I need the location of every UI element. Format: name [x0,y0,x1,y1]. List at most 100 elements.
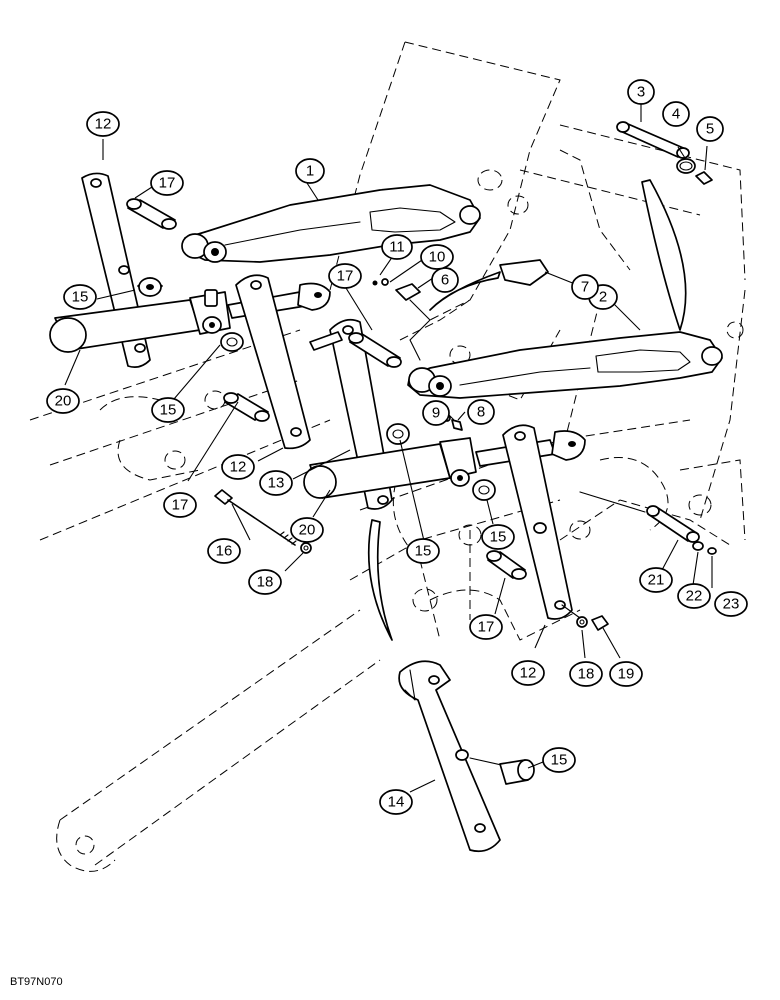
plate-12-right [502,424,573,620]
svg-text:9: 9 [432,405,440,422]
svg-text:18: 18 [578,666,595,683]
bushing-15-center [386,423,410,445]
svg-text:15: 15 [160,402,177,419]
svg-text:17: 17 [478,619,495,636]
washer-18-right [576,616,588,628]
washer-18-left [300,542,312,554]
retaining-ring-4-inner [679,161,693,171]
callout-8: 8 [467,399,495,425]
retaining-ring-4 [676,158,696,174]
bolt-5 [695,171,713,185]
callout-19: 19 [609,661,643,687]
svg-text:12: 12 [230,459,247,476]
install-arrow-bracket [429,271,501,311]
svg-text:11: 11 [389,239,405,256]
grease-line [409,299,431,361]
callout-23: 23 [714,591,748,617]
svg-text:4: 4 [672,106,680,123]
svg-text:20: 20 [55,393,72,410]
reference-code: BT97N070 [10,976,63,988]
callout-18-left: 18 [248,569,282,595]
callout-11: 11 [381,234,413,260]
callout-12-center: 12 [221,454,255,480]
nut-19 [591,615,609,631]
bolt-axis-right [561,604,581,619]
svg-text:15: 15 [72,289,89,306]
callout-3: 3 [627,79,655,105]
svg-text:17: 17 [172,497,189,514]
plate-12-center [235,274,311,450]
callout-16: 16 [207,538,241,564]
bolt-16 [214,489,297,546]
pin-21-axis [579,491,646,513]
callout-12-right: 12 [511,660,545,686]
svg-text:12: 12 [520,665,537,682]
callout-14: 14 [379,789,413,815]
callout-17-top: 17 [150,170,184,196]
callout-15-left: 15 [63,284,97,310]
svg-text:15: 15 [551,752,568,769]
callout-22: 22 [677,583,711,609]
nut-10 [381,278,389,286]
svg-text:1: 1 [306,163,314,180]
svg-text:12: 12 [95,116,112,133]
svg-text:13: 13 [268,475,285,492]
bushing-15-left [137,277,163,297]
svg-text:19: 19 [618,666,635,683]
svg-text:2: 2 [599,289,607,306]
bushing-15-mid [220,332,244,352]
callout-21: 21 [639,567,673,593]
callout-12-left: 12 [86,111,120,137]
callout-1: 1 [295,158,325,184]
svg-text:18: 18 [257,574,274,591]
bushing-15-plate14 [469,757,535,785]
svg-text:5: 5 [706,121,714,138]
callout-15-right: 15 [481,524,515,550]
callout-9: 9 [422,400,450,426]
svg-text:14: 14 [388,794,405,811]
bolt-23 [707,547,717,555]
svg-text:16: 16 [216,543,233,560]
callout-5: 5 [696,116,724,142]
callout-20-left: 20 [46,388,80,414]
callout-17-mid: 17 [163,492,197,518]
callout-13: 13 [259,470,293,496]
callout-10: 10 [420,244,454,270]
svg-text:23: 23 [723,596,740,613]
svg-text:10: 10 [429,249,446,266]
leveling-link-lower [407,331,723,399]
install-arrow-plate [367,519,393,641]
svg-text:6: 6 [441,272,449,289]
svg-text:7: 7 [581,279,589,296]
grease-fitting-11 [372,280,378,286]
svg-text:21: 21 [648,572,665,589]
retaining-ring-22 [692,541,704,551]
callout-4: 4 [662,101,690,127]
install-arrow-pin [641,179,687,331]
callout-17-lower: 17 [469,614,503,640]
pivot-pin-3 [616,121,690,159]
callout-15-plate14: 15 [542,747,576,773]
svg-text:8: 8 [477,404,485,421]
svg-text:17: 17 [337,268,354,285]
svg-text:22: 22 [686,588,703,605]
clip-6 [395,283,421,301]
svg-text:3: 3 [637,84,645,101]
callout-15-center: 15 [406,538,440,564]
svg-text:15: 15 [415,543,432,560]
bushing-17-mid [223,392,270,422]
washer-18-left-hole [303,545,309,551]
callout-6: 6 [431,267,459,293]
pivot-pin-21 [646,505,700,543]
bracket-7 [499,259,549,286]
svg-text:15: 15 [490,529,507,546]
bushing-17-top [126,198,177,230]
callout-18-right: 18 [569,661,603,687]
bushing-17-upper-mid [348,332,402,368]
callout-7: 7 [571,274,599,300]
callout-20-center: 20 [290,517,324,543]
washer-18-right-hole [579,619,585,625]
callout-15-mid: 15 [151,397,185,423]
bushing-17-lower [486,550,527,580]
